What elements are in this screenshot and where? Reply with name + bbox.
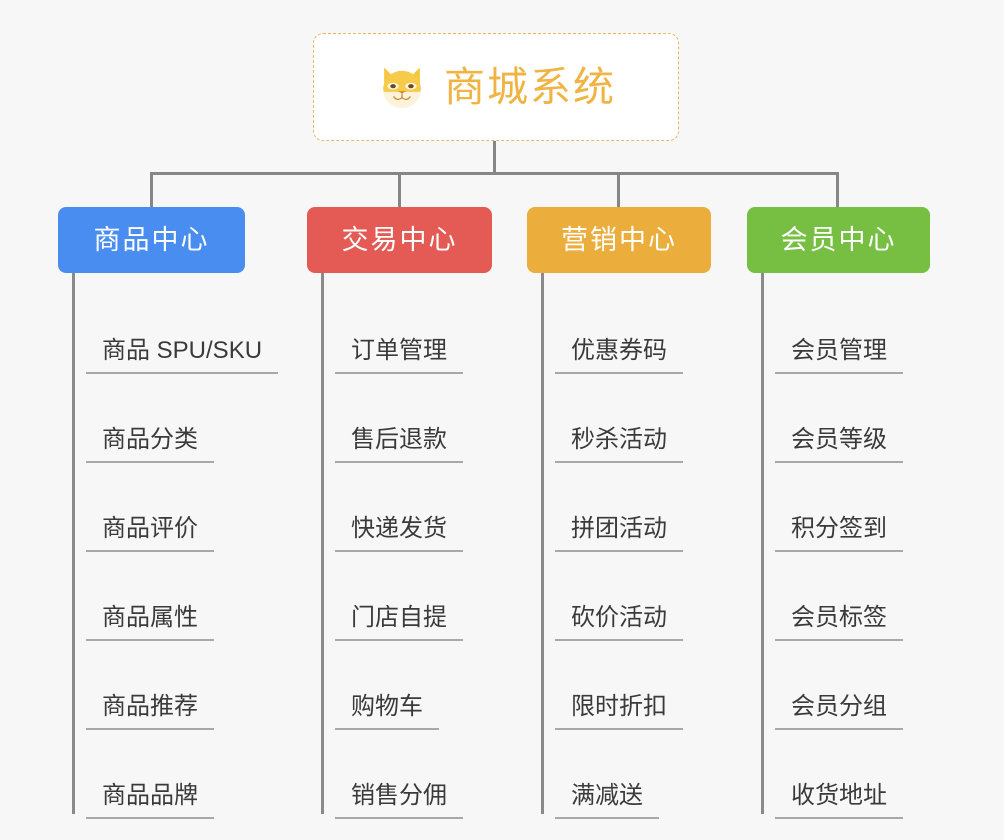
branch-spine: [541, 273, 544, 814]
category-box-marketing-center[interactable]: 营销中心: [527, 207, 711, 273]
leaf-item[interactable]: 会员分组: [747, 641, 967, 730]
leaf-label: 会员标签: [791, 603, 887, 631]
branch-member-center: 会员中心 会员管理 会员等级 积分签到 会员标签 会员分组 收货地址: [747, 207, 967, 819]
leaf-label: 会员管理: [791, 336, 887, 364]
leaf-label: 订单管理: [351, 336, 447, 364]
leaf-label: 商品品牌: [102, 781, 198, 809]
leaf-list-product-center: 商品 SPU/SKU 商品分类 商品评价 商品属性 商品推荐 商品品牌: [58, 273, 308, 819]
leaf-item[interactable]: 商品推荐: [58, 641, 308, 730]
leaf-item[interactable]: 订单管理: [307, 285, 527, 374]
leaf-item[interactable]: 优惠券码: [527, 285, 747, 374]
leaf-item[interactable]: 快递发货: [307, 463, 527, 552]
leaf-item[interactable]: 售后退款: [307, 374, 527, 463]
leaf-label: 快递发货: [351, 514, 447, 542]
leaf-item[interactable]: 商品评价: [58, 463, 308, 552]
leaf-label: 会员等级: [791, 425, 887, 453]
leaf-item[interactable]: 购物车: [307, 641, 527, 730]
leaf-label: 限时折扣: [571, 692, 667, 720]
leaf-item[interactable]: 满减送: [527, 730, 747, 819]
leaf-item[interactable]: 商品品牌: [58, 730, 308, 819]
leaf-label: 购物车: [351, 692, 423, 720]
leaf-item[interactable]: 门店自提: [307, 552, 527, 641]
category-box-product-center[interactable]: 商品中心: [58, 207, 245, 273]
category-box-member-center[interactable]: 会员中心: [747, 207, 930, 273]
leaf-item[interactable]: 限时折扣: [527, 641, 747, 730]
branch-product-center: 商品中心 商品 SPU/SKU 商品分类 商品评价 商品属性 商品推荐 商品品牌: [58, 207, 308, 819]
leaf-label: 优惠券码: [571, 336, 667, 364]
root-node[interactable]: 商城系统: [313, 33, 679, 141]
connector-drop-1: [150, 172, 153, 208]
leaf-item[interactable]: 商品 SPU/SKU: [58, 285, 308, 374]
leaf-label: 拼团活动: [571, 514, 667, 542]
leaf-label: 商品属性: [102, 603, 198, 631]
leaf-label: 商品推荐: [102, 692, 198, 720]
leaf-label: 会员分组: [791, 692, 887, 720]
leaf-list-marketing-center: 优惠券码 秒杀活动 拼团活动 砍价活动 限时折扣 满减送: [527, 273, 747, 819]
leaf-label: 秒杀活动: [571, 425, 667, 453]
leaf-item[interactable]: 会员标签: [747, 552, 967, 641]
category-box-trade-center[interactable]: 交易中心: [307, 207, 492, 273]
leaf-item[interactable]: 收货地址: [747, 730, 967, 819]
category-label: 商品中心: [93, 224, 210, 255]
connector-horizontal-bus: [150, 172, 839, 175]
connector-drop-2: [398, 172, 401, 208]
branch-trade-center: 交易中心 订单管理 售后退款 快递发货 门店自提 购物车 销售分佣: [307, 207, 527, 819]
leaf-list-trade-center: 订单管理 售后退款 快递发货 门店自提 购物车 销售分佣: [307, 273, 527, 819]
leaf-label: 商品评价: [102, 514, 198, 542]
leaf-label: 砍价活动: [571, 603, 667, 631]
branch-spine: [761, 273, 764, 814]
dog-face-icon: [383, 67, 421, 109]
leaf-item[interactable]: 积分签到: [747, 463, 967, 552]
leaf-item[interactable]: 砍价活动: [527, 552, 747, 641]
leaf-label: 收货地址: [791, 781, 887, 809]
category-label: 会员中心: [780, 224, 897, 255]
leaf-list-member-center: 会员管理 会员等级 积分签到 会员标签 会员分组 收货地址: [747, 273, 967, 819]
branch-marketing-center: 营销中心 优惠券码 秒杀活动 拼团活动 砍价活动 限时折扣 满减送: [527, 207, 747, 819]
leaf-label: 门店自提: [351, 603, 447, 631]
category-label: 营销中心: [561, 224, 677, 255]
leaf-item[interactable]: 秒杀活动: [527, 374, 747, 463]
leaf-label: 销售分佣: [351, 781, 447, 809]
leaf-item[interactable]: 会员管理: [747, 285, 967, 374]
branch-spine: [321, 273, 324, 814]
leaf-item[interactable]: 商品分类: [58, 374, 308, 463]
connector-drop-3: [617, 172, 620, 208]
leaf-item[interactable]: 销售分佣: [307, 730, 527, 819]
leaf-label: 商品分类: [102, 425, 198, 453]
leaf-label: 售后退款: [351, 425, 447, 453]
leaf-item[interactable]: 拼团活动: [527, 463, 747, 552]
branch-spine: [72, 273, 75, 814]
connector-root-stem: [493, 141, 496, 174]
leaf-label: 满减送: [571, 781, 643, 809]
leaf-item[interactable]: 商品属性: [58, 552, 308, 641]
root-title: 商城系统: [444, 63, 616, 110]
leaf-label: 商品 SPU/SKU: [102, 336, 263, 364]
connector-drop-4: [836, 172, 839, 208]
leaf-item[interactable]: 会员等级: [747, 374, 967, 463]
category-label: 交易中心: [341, 224, 458, 255]
leaf-label: 积分签到: [791, 514, 887, 542]
